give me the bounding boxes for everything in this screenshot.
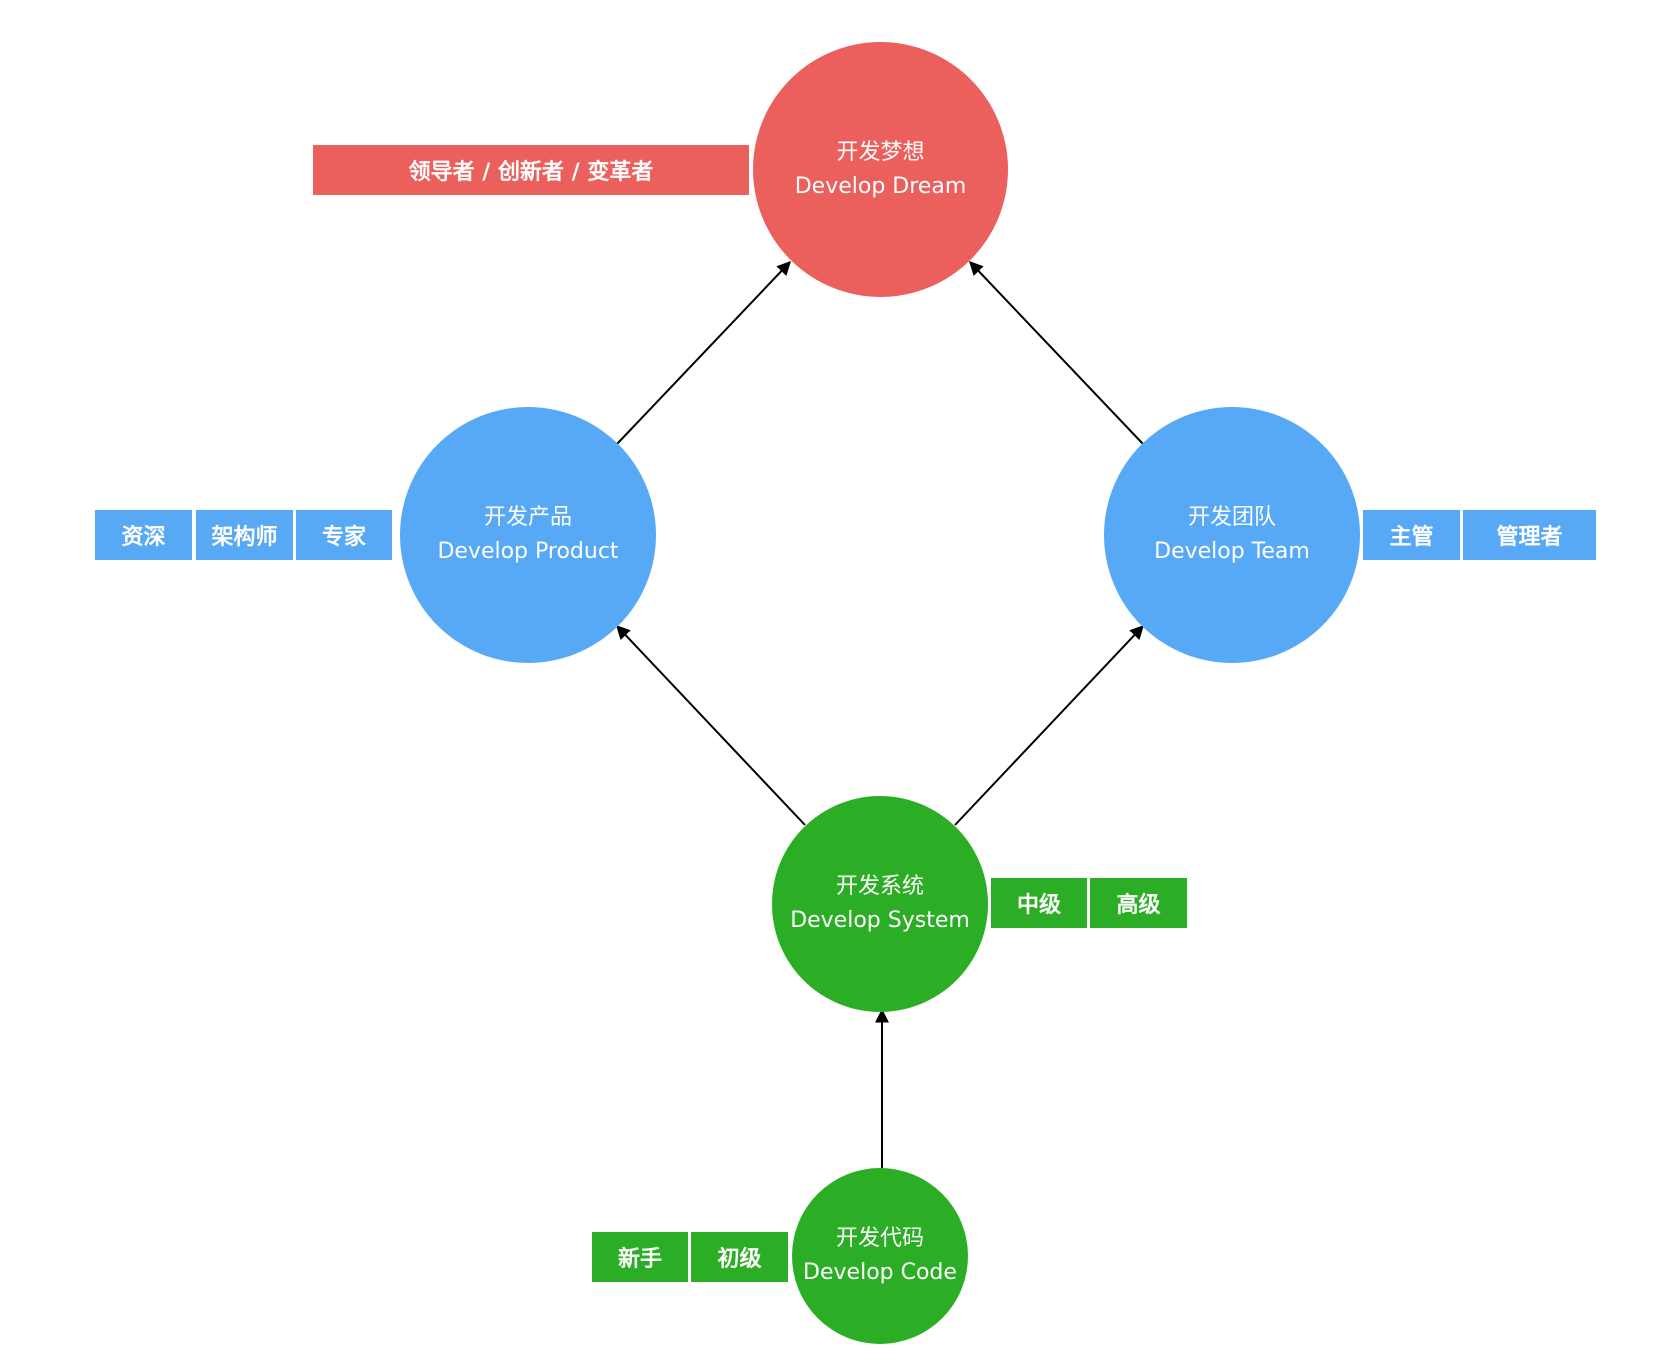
- tag-team-manager: 管理者: [1463, 510, 1596, 560]
- node-develop-team: 开发团队 Develop Team: [1104, 407, 1360, 663]
- tag-team-supervisor: 主管: [1363, 510, 1460, 560]
- node-develop-system-en: Develop System: [790, 908, 970, 933]
- tag-product-architect: 架构师: [196, 510, 293, 560]
- node-develop-team-cn: 开发团队: [1187, 505, 1276, 530]
- node-develop-code-en: Develop Code: [803, 1260, 957, 1285]
- tag-dream-role: 领导者 / 创新者 / 变革者: [313, 145, 749, 195]
- tag-product-expert: 专家: [296, 510, 392, 560]
- node-develop-product-cn: 开发产品: [483, 505, 572, 530]
- tag-code-novice: 新手: [592, 1232, 688, 1282]
- node-develop-dream-cn: 开发梦想: [836, 139, 925, 165]
- arrow-product-to-dream: [616, 260, 791, 445]
- node-develop-system: 开发系统 Develop System: [772, 796, 988, 1012]
- tag-product-senior: 资深: [95, 510, 192, 560]
- arrow-system-to-product: [616, 624, 806, 826]
- tag-system-intermediate: 中级: [991, 878, 1087, 928]
- node-develop-product-en: Develop Product: [437, 539, 619, 564]
- arrow-system-to-team: [954, 624, 1144, 826]
- arrow-team-to-dream: [969, 260, 1144, 445]
- node-develop-system-cn: 开发系统: [835, 874, 924, 899]
- node-develop-team-en: Develop Team: [1154, 539, 1310, 564]
- node-develop-dream-en: Develop Dream: [794, 173, 967, 199]
- node-develop-code-cn: 开发代码: [835, 1226, 924, 1251]
- tag-code-junior: 初级: [691, 1232, 788, 1282]
- node-develop-product: 开发产品 Develop Product: [400, 407, 656, 663]
- node-develop-code: 开发代码 Develop Code: [792, 1168, 968, 1344]
- node-develop-dream: 开发梦想 Develop Dream: [753, 42, 1008, 297]
- tag-system-advanced: 高级: [1090, 878, 1187, 928]
